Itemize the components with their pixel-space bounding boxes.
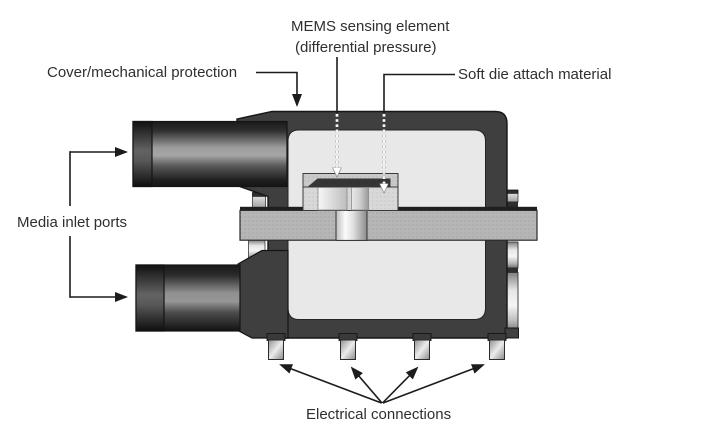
media-port-bottom	[135, 249, 289, 339]
bottom-tube-end-cap	[135, 264, 165, 332]
pin-3	[412, 333, 432, 360]
right-lead-upper-bend	[506, 201, 518, 208]
label-soft-die-attach: Soft die attach material	[458, 66, 611, 83]
pin-1	[266, 333, 286, 360]
top-tube-barrel	[132, 120, 288, 188]
media-port-top	[132, 120, 288, 188]
label-cover: Cover/mechanical protection	[47, 64, 237, 81]
substrate-pressure-channel	[335, 209, 368, 241]
pin-2	[338, 333, 358, 360]
mems-die	[307, 178, 391, 187]
electrical-arrow-4	[382, 364, 485, 404]
label-mems-line1: MEMS sensing element	[291, 18, 450, 35]
housing-bottom-right-foot	[504, 327, 519, 339]
label-media-inlet: Media inlet ports	[17, 214, 127, 231]
die-stack	[302, 173, 399, 211]
electrical-pins	[266, 333, 507, 360]
die-back-channel-right	[351, 187, 369, 211]
soft-die-leader-upper	[383, 73, 455, 113]
cover-leader-arrow	[256, 71, 302, 107]
lower-cavity	[287, 239, 486, 320]
labels: MEMS sensing element (differential press…	[17, 18, 611, 423]
top-tube-end-cap	[132, 120, 153, 188]
electrical-arrow-1	[279, 364, 382, 404]
right-lead-upper	[505, 193, 519, 203]
bottom-tube-cone	[237, 249, 289, 339]
electrical-arrow-2	[350, 366, 383, 404]
pin-4	[487, 333, 507, 360]
die-back-channel-left	[317, 187, 348, 211]
label-electrical: Electrical connections	[306, 406, 451, 423]
substrate-bar	[239, 209, 538, 241]
soft-die-attach-block	[302, 186, 399, 211]
leader-lines	[69, 57, 485, 404]
left-lead-upper	[252, 196, 266, 209]
label-mems-line2: (differential pressure)	[295, 39, 436, 56]
right-lead-bend	[505, 267, 518, 273]
electrical-arrow-3	[381, 366, 419, 404]
substrate-assembly	[239, 206, 538, 241]
white-leaders	[337, 114, 384, 191]
